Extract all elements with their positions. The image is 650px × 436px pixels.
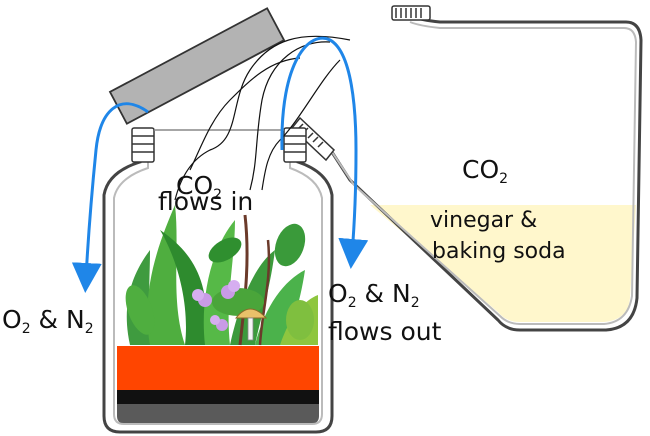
flows-in-label: flows in <box>158 187 253 216</box>
bottle-co2-label: CO2 <box>462 155 508 187</box>
jar-lid <box>108 7 286 125</box>
soil-orange-layer <box>117 346 319 390</box>
co2-flows-in-label: CO2 <box>176 171 222 203</box>
left-o2-n2-label: O2 & N2 <box>2 305 94 337</box>
flows-out-label: flows out <box>328 317 442 346</box>
right-outflow-arrow <box>280 36 369 269</box>
flow-arrows <box>71 36 369 293</box>
soil-gray-layer <box>117 404 319 424</box>
jar <box>102 127 334 434</box>
co2-in-subscript: 2 <box>213 187 222 203</box>
plants <box>125 205 318 346</box>
left-outflow-arrow <box>71 102 149 293</box>
bottle-outline-outer <box>326 14 643 332</box>
right-n2-subscript: 2 <box>411 295 420 311</box>
jar-rim <box>131 127 307 163</box>
vinegar-baking-soda-liquid <box>370 205 636 322</box>
bottle-top-valve <box>391 5 431 21</box>
left-o2-subscript: 2 <box>22 321 31 337</box>
right-o2-subscript: 2 <box>348 295 357 311</box>
co2-in-main: CO <box>176 171 213 200</box>
right-o2-n2-label: O2 & N2 <box>328 279 420 311</box>
jar-outline-outer <box>102 140 334 434</box>
right-o2: O <box>328 279 348 308</box>
jar-outline-inner <box>113 142 323 425</box>
right-n2: & N <box>357 279 411 308</box>
bottle-co2-main: CO <box>462 155 499 184</box>
bottle-co2-subscript: 2 <box>499 171 508 187</box>
left-o2: O <box>2 305 22 334</box>
left-n2-subscript: 2 <box>85 321 94 337</box>
liquid-label-line2: baking soda <box>432 239 566 264</box>
left-n2: & N <box>31 305 85 334</box>
soil-black-layer <box>117 390 319 404</box>
bottle-outline-inner <box>331 21 638 325</box>
liquid-label-line1: vinegar & <box>430 208 537 233</box>
